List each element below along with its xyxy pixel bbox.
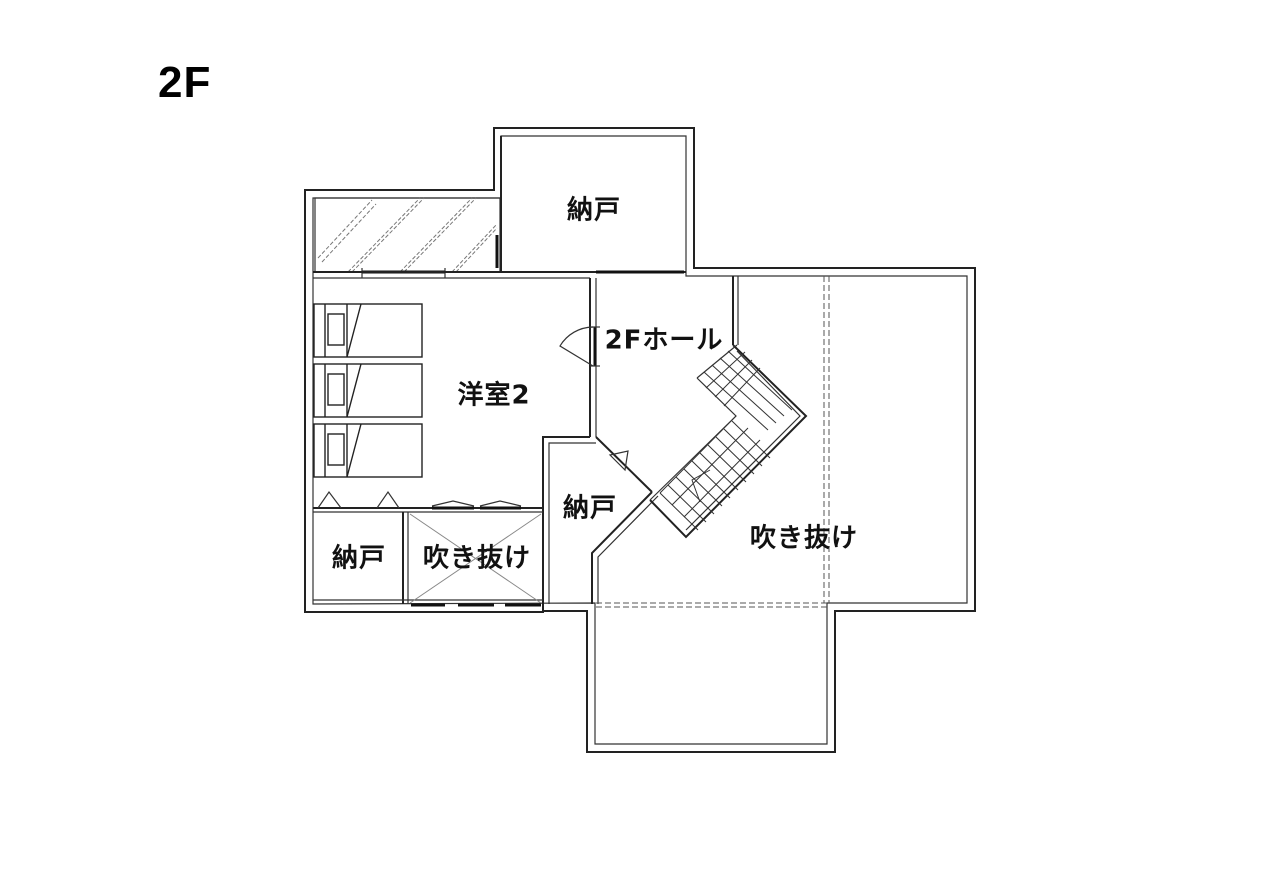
bed-3 xyxy=(313,423,423,478)
staircase xyxy=(649,344,808,539)
room-label-storage-middle: 納戸 xyxy=(562,493,618,524)
folding-doors xyxy=(317,450,629,510)
door-western-room xyxy=(559,326,600,367)
room-label-void-large: 吹き抜け xyxy=(749,523,859,554)
room-label-hall-2f: 2Fホール xyxy=(604,325,724,356)
balcony-hatched xyxy=(314,197,501,278)
room-label-storage-top: 納戸 xyxy=(566,195,622,226)
storage-top-walls xyxy=(313,136,686,279)
room-label-western-room-2: 洋室2 xyxy=(457,380,531,411)
room-label-storage-bottom-left: 納戸 xyxy=(331,543,387,574)
floor-label: 2F xyxy=(158,58,212,107)
bed-1 xyxy=(313,303,423,358)
void-small-x xyxy=(409,513,542,607)
beds xyxy=(313,303,423,478)
bed-2 xyxy=(313,363,423,418)
room-label-void-small: 吹き抜け xyxy=(422,543,532,574)
